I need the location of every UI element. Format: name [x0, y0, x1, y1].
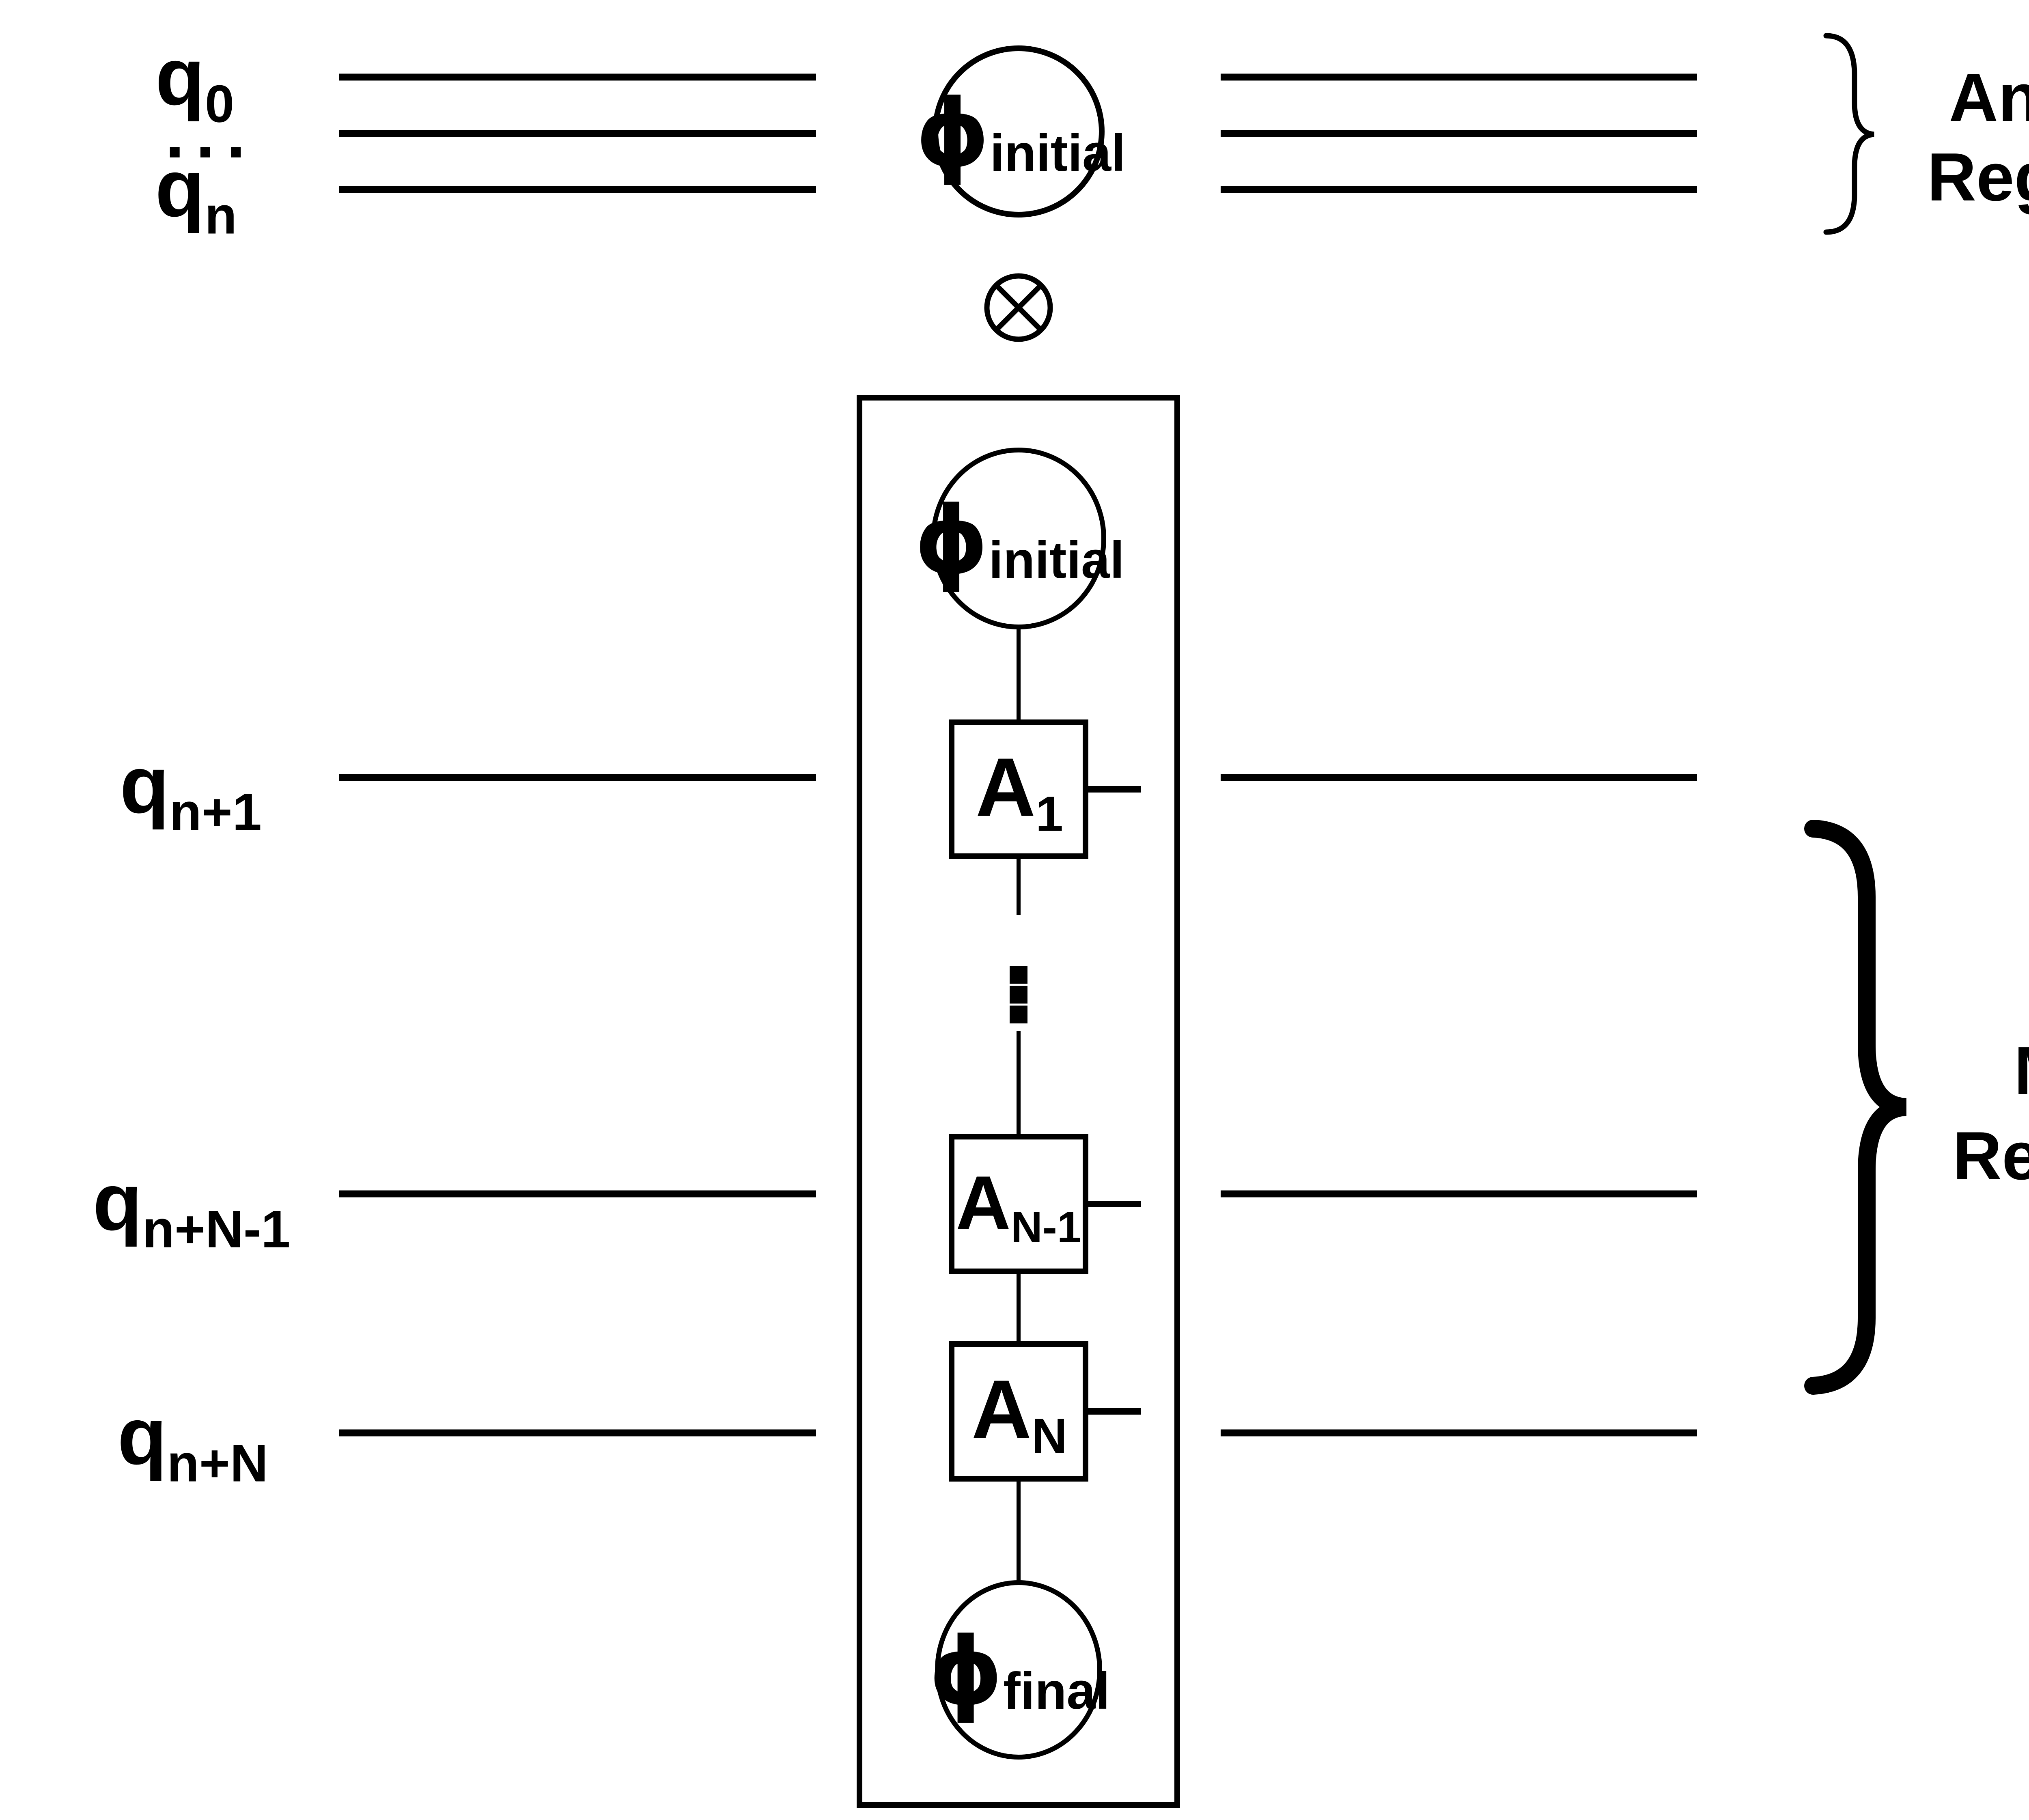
qubit-qnN-base: q — [117, 1391, 167, 1482]
qubit-qnN1-base: q — [93, 1157, 142, 1247]
qubit-q0-subscript: 0 — [205, 74, 235, 134]
phi-final-subscript: final — [1003, 1662, 1110, 1720]
ancilla-brace-icon — [1823, 33, 1874, 235]
tensor-AN1-base: A — [956, 1160, 1011, 1245]
phi-box-base: ϕ — [914, 487, 989, 595]
qubit-q0-base: q — [155, 31, 205, 122]
qubit-label-qnN: qn+N — [117, 1396, 268, 1493]
tensor-A1-subscript: 1 — [1036, 786, 1063, 842]
tensor-product-icon — [984, 273, 1053, 342]
ancilla-initial-state-label: ϕinitial — [915, 87, 1125, 181]
tensor-A1-base: A — [976, 741, 1036, 834]
mps-final-state-label: ϕfinal — [929, 1625, 1110, 1719]
qubit-label-qn1: qn+1 — [120, 744, 262, 842]
mps-register-label-line2: Register — [1952, 1118, 2029, 1194]
qubit-qn1-base: q — [120, 739, 170, 830]
qubit-qnN-subscript: n+N — [167, 1433, 268, 1493]
vertical-ellipsis-icon — [1010, 966, 1027, 1023]
mps-initial-state-label: ϕinitial — [914, 494, 1124, 588]
tensor-AN-label: AN — [971, 1368, 1067, 1461]
phi-top-base: ϕ — [915, 80, 990, 188]
tensor-AN1-label: AN-1 — [956, 1165, 1081, 1249]
tensor-AN-box — [949, 1341, 1088, 1482]
qubit-qnN1-subscript: n+N-1 — [142, 1199, 291, 1259]
qubit-qn1-subscript: n+1 — [169, 782, 262, 842]
mps-final-state-circle — [935, 1580, 1102, 1760]
phi-box-subscript: initial — [989, 531, 1124, 589]
qubit-label-q0: q0 — [155, 36, 235, 134]
phi-top-subscript: initial — [990, 124, 1126, 182]
qubit-qn-base: q — [155, 143, 205, 234]
ancilla-qubits-ellipsis: ... — [165, 95, 257, 172]
tensor-A1-label: A1 — [976, 746, 1063, 839]
mps-column-box — [857, 395, 1180, 1808]
ancilla-initial-state-circle — [933, 45, 1105, 218]
tensor-AN-base: A — [971, 1363, 1032, 1456]
qubit-label-qnN1: qn+N-1 — [93, 1161, 291, 1259]
qubit-qn-subscript: n — [205, 185, 237, 245]
qubit-label-qn: qn — [155, 148, 237, 245]
tensor-AN-subscript: N — [1031, 1408, 1068, 1464]
mps-register-label-line1: MPS — [2014, 1036, 2029, 1105]
ancilla-register-label-line2: Register — [1927, 139, 2029, 215]
ancilla-register-label-line1: Ancilla — [1949, 59, 2029, 136]
tensor-AN1-subscript: N-1 — [1010, 1202, 1081, 1252]
phi-final-base: ϕ — [928, 1618, 1004, 1726]
mps-brace-icon — [1804, 820, 1907, 1395]
tensor-AN1-box — [949, 1134, 1088, 1274]
